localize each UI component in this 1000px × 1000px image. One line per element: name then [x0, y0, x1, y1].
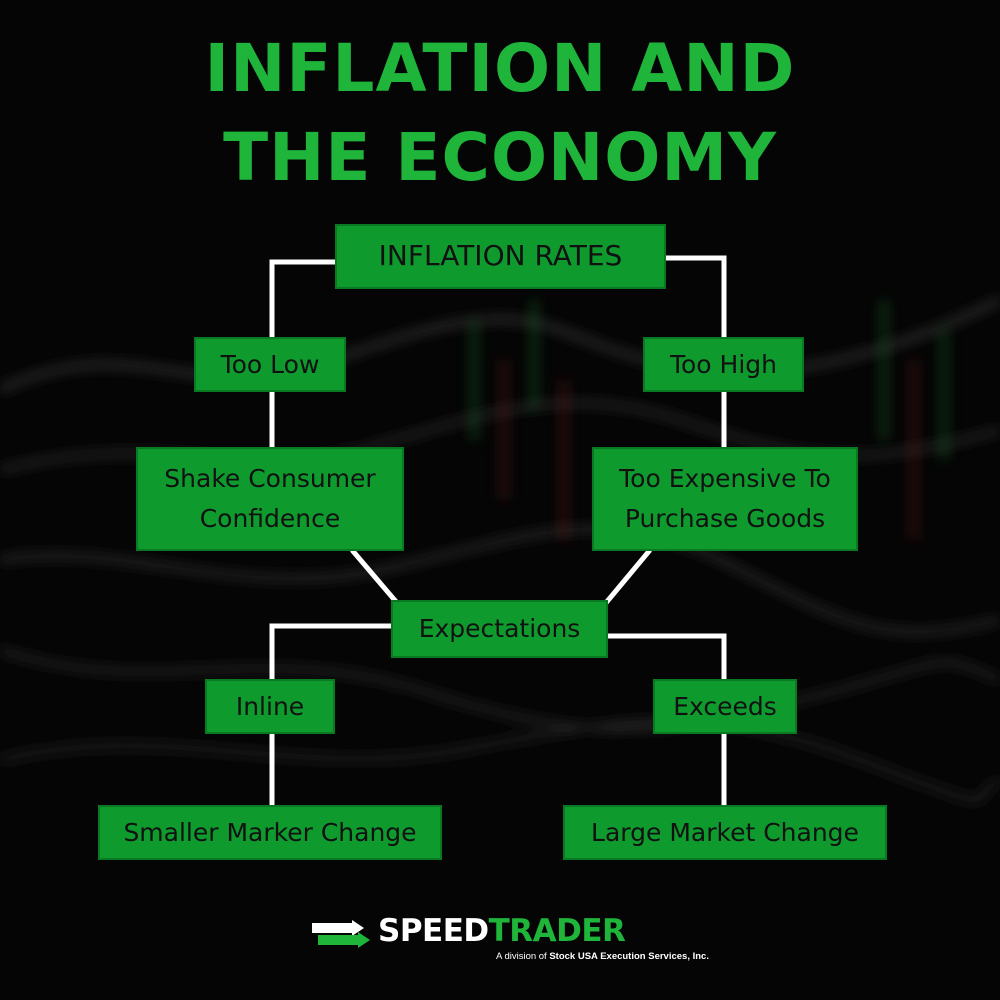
arrow-logo-icon [312, 920, 370, 948]
expectations-box: Expectations [391, 600, 608, 658]
speedtrader-logo: SPEEDTRADER A division of Stock USA Exec… [312, 913, 709, 966]
large-market-change-label: Large Market Change [591, 817, 859, 847]
logo-tagline: A division of Stock USA Execution Servic… [496, 951, 709, 962]
title-line-1: INFLATION AND [204, 30, 796, 107]
logo-tagline-prefix: A division of [496, 951, 547, 962]
too-expensive-box: Too Expensive To Purchase Goods [592, 447, 858, 551]
inline-box: Inline [205, 679, 335, 734]
expectations-label: Expectations [418, 614, 581, 643]
smaller-marker-change-label: Smaller Marker Change [123, 817, 417, 847]
shake-consumer-line-1: Shake Consumer [164, 464, 376, 493]
shake-consumer-line-2: Confidence [199, 504, 341, 533]
large-market-change-box: Large Market Change [563, 805, 887, 860]
logo-speed-text: SPEED [378, 913, 489, 949]
too-expensive-line-1: Too Expensive To [619, 464, 831, 493]
inline-label: Inline [235, 691, 305, 721]
exceeds-box: Exceeds [653, 679, 797, 734]
inflation-rates-box: INFLATION RATES [335, 224, 666, 289]
too-high-label: Too High [669, 349, 778, 379]
inflation-rates-label: INFLATION RATES [378, 239, 623, 273]
logo-tagline-company: Stock USA Execution Services, Inc. [549, 951, 709, 962]
too-high-box: Too High [643, 337, 804, 392]
smaller-marker-change-box: Smaller Marker Change [98, 805, 442, 860]
title-line-2: THE ECONOMY [223, 119, 777, 196]
shake-consumer-confidence-box: Shake Consumer Confidence [136, 447, 404, 551]
logo-trader-text: TRADER [488, 913, 626, 949]
logo-wordmark: SPEEDTRADER [378, 913, 626, 949]
too-expensive-line-2: Purchase Goods [624, 504, 826, 533]
too-low-label: Too Low [220, 349, 320, 379]
exceeds-label: Exceeds [673, 691, 777, 721]
too-low-box: Too Low [194, 337, 346, 392]
